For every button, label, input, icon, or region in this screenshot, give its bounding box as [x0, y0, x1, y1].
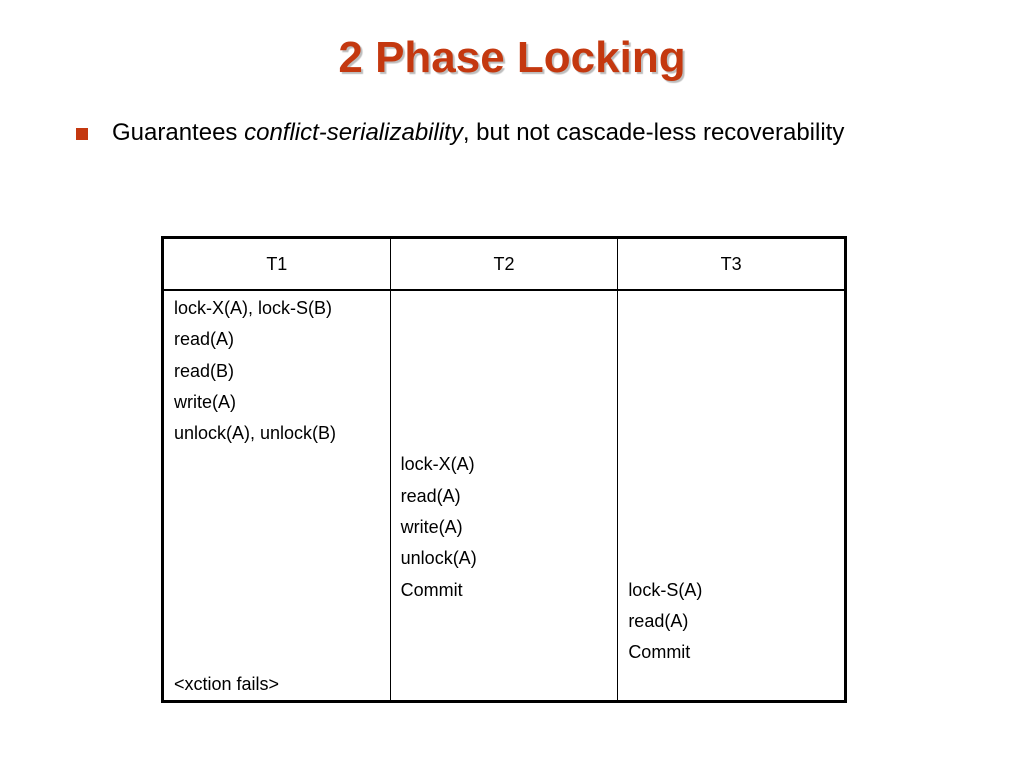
schedule-step [628, 669, 834, 700]
column-t1: lock-X(A), lock-S(B) read(A) read(B) wri… [162, 289, 391, 702]
schedule-step: Commit [400, 579, 463, 600]
column-header-t3: T3 [617, 237, 846, 291]
table-header-row: T1 T2 T3 [162, 237, 846, 291]
schedule-step [628, 324, 834, 355]
table-row: lock-X(A), lock-S(B) read(A) read(B) wri… [162, 289, 846, 702]
bullet-item: Guarantees conflict-serializability, but… [76, 116, 976, 150]
schedule-step [401, 606, 608, 637]
schedule-step: read(A) [628, 610, 689, 631]
schedule-step: Commit [628, 642, 691, 663]
schedule-step [401, 637, 608, 668]
schedule-step: lock-S(A) [628, 579, 703, 600]
column-header-t2: T2 [389, 237, 619, 291]
schedule-step [628, 543, 834, 574]
schedule-table: T1 T2 T3 lock-X(A), lock-S(B) read(A) re… [161, 236, 847, 703]
schedule-step [628, 512, 834, 543]
schedule-step [174, 637, 380, 668]
schedule-step [401, 387, 608, 418]
schedule-step: lock-X(A) [400, 454, 475, 475]
schedule-step [174, 575, 380, 606]
bullet-text: Guarantees conflict-serializability, but… [112, 116, 844, 150]
schedule-step [628, 293, 834, 324]
column-header-t1: T1 [162, 237, 391, 291]
schedule-step: <xction fails> [174, 673, 280, 694]
schedule-step: unlock(A), unlock(B) [174, 423, 337, 444]
schedule-step: write(A) [400, 517, 463, 538]
slide-title: 2 Phase Locking [338, 33, 686, 82]
schedule-step [628, 481, 834, 512]
square-bullet-icon [76, 128, 88, 140]
schedule-step: write(A) [174, 391, 236, 412]
schedule-step [401, 669, 608, 700]
schedule-step [174, 512, 380, 543]
column-t3: lock-S(A) read(A) Commit [617, 289, 846, 702]
schedule-step: read(A) [174, 329, 235, 350]
schedule-step [174, 481, 380, 512]
schedule-step [628, 356, 834, 387]
schedule-step [174, 606, 380, 637]
schedule-step [401, 324, 608, 355]
schedule-step [174, 449, 380, 480]
bullet-text-emphasis: conflict-serializability [244, 119, 463, 146]
column-t2: lock-X(A) read(A) write(A) unlock(A) Com… [389, 289, 619, 702]
schedule-step [174, 543, 380, 574]
bullet-text-tail: , but not cascade-less recoverability [462, 119, 845, 146]
schedule-step [401, 356, 608, 387]
schedule-step [628, 449, 834, 480]
schedule-step [401, 293, 608, 324]
schedule-step: read(A) [400, 485, 461, 506]
schedule-step [628, 418, 834, 449]
schedule-step: read(B) [174, 360, 235, 381]
schedule-step: unlock(A) [400, 548, 477, 569]
schedule-step: lock-X(A), lock-S(B) [174, 298, 333, 318]
schedule-step [401, 418, 608, 449]
schedule-step [628, 387, 834, 418]
bullet-text-lead: Guarantees [112, 119, 245, 146]
